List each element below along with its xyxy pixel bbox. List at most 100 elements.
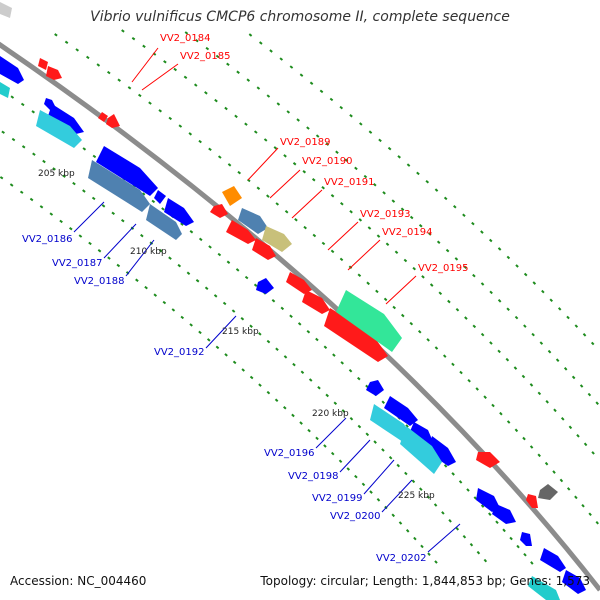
gene-label[interactable]: VV2_0193 (360, 209, 411, 220)
tick-dot (330, 194, 335, 198)
gene-feature[interactable] (222, 186, 242, 206)
callout-line (125, 239, 155, 277)
gene-feature[interactable] (210, 204, 228, 218)
gene-feature[interactable] (492, 504, 516, 524)
gene-feature[interactable] (46, 66, 62, 80)
gene-label[interactable]: VV2_0194 (382, 227, 433, 238)
gene-feature[interactable] (0, 2, 12, 18)
gene-feature[interactable] (96, 146, 158, 196)
tick-dot (215, 54, 220, 59)
gene-label[interactable]: VV2_0198 (288, 471, 339, 482)
tick-dot (274, 398, 279, 402)
tick-dot (300, 370, 305, 375)
tick-dot (369, 490, 373, 494)
gene-label[interactable]: VV2_0189 (280, 137, 331, 148)
callout-line (103, 223, 137, 259)
gene-feature[interactable] (520, 532, 532, 546)
tick-dot (253, 283, 258, 287)
gene-feature[interactable] (302, 290, 330, 314)
gene-feature[interactable] (262, 226, 292, 252)
gene-feature[interactable] (238, 208, 268, 234)
gene-feature[interactable] (36, 110, 82, 148)
tick-dot (72, 181, 76, 186)
tick-dot (236, 70, 240, 74)
tick-dot (464, 316, 468, 320)
gene-feature[interactable] (366, 380, 384, 396)
gene-feature[interactable] (370, 404, 412, 444)
tick-dot (480, 282, 485, 286)
tick-dot (307, 428, 311, 433)
gene-feature[interactable] (540, 548, 566, 572)
gene-label[interactable]: VV2_0191 (324, 177, 375, 188)
tick-dot (391, 199, 396, 203)
tick-dot (158, 248, 163, 253)
gene-feature[interactable] (226, 220, 256, 244)
gene-feature[interactable] (164, 198, 194, 226)
tick-dot (323, 444, 327, 448)
gene-feature[interactable] (0, 56, 24, 84)
gene-label[interactable]: VV2_0187 (52, 258, 103, 269)
gene-label[interactable]: VV2_0186 (22, 234, 73, 245)
tick-dot (505, 357, 510, 362)
gene-feature[interactable] (538, 484, 558, 500)
gene-feature[interactable] (476, 488, 500, 512)
tick-dot (463, 265, 467, 270)
tick-dot (406, 163, 411, 167)
gene-feature[interactable] (146, 204, 182, 240)
tick-dot (489, 341, 493, 345)
gene-label[interactable]: VV2_0184 (160, 33, 211, 44)
tick-dot (275, 202, 280, 206)
callout-line (327, 221, 359, 251)
gene-feature[interactable] (408, 422, 434, 448)
tick-dot (82, 189, 86, 193)
tick-dot (557, 307, 562, 311)
gene-feature[interactable] (528, 576, 560, 600)
gene-label[interactable]: VV2_0195 (418, 263, 469, 274)
tick-dot (454, 257, 459, 261)
gene-feature[interactable] (526, 494, 538, 508)
gene-feature[interactable] (256, 278, 274, 294)
tick-dot (330, 451, 335, 456)
tick-dot (537, 391, 542, 396)
gene-label[interactable]: VV2_0199 (312, 493, 363, 504)
tick-dot (279, 57, 284, 61)
tick-dot (502, 528, 506, 533)
gene-feature[interactable] (0, 82, 10, 98)
gene-feature[interactable] (106, 114, 120, 128)
gene-label[interactable]: VV2_0196 (264, 448, 315, 459)
tick-dot (244, 275, 249, 280)
gene-label[interactable]: VV2_0202 (376, 553, 427, 564)
gene-feature[interactable] (48, 104, 84, 134)
chromosome-backbone (0, 41, 600, 592)
gene-feature[interactable] (324, 308, 388, 362)
gene-label[interactable]: VV2_0190 (302, 156, 353, 167)
tick-dot (332, 353, 336, 357)
tick-dot (52, 167, 56, 171)
tick-dot (566, 487, 571, 491)
tick-dot (420, 544, 424, 549)
gene-feature[interactable] (154, 190, 166, 204)
gene-label[interactable]: VV2_0188 (74, 276, 125, 287)
tick-dot (227, 163, 232, 167)
gene-feature[interactable] (384, 396, 418, 426)
tick-dot (173, 67, 177, 72)
gene-label[interactable]: VV2_0192 (154, 347, 205, 358)
gene-feature[interactable] (88, 160, 150, 212)
tick-dot (559, 478, 564, 483)
callout-line (205, 315, 237, 349)
gene-feature[interactable] (336, 290, 402, 352)
tick-dot (213, 294, 218, 298)
gene-label[interactable]: VV2_0185 (180, 51, 231, 62)
tick-dot (198, 330, 202, 335)
gene-feature[interactable] (400, 426, 442, 474)
gene-feature[interactable] (286, 272, 312, 294)
tick-dot (91, 196, 96, 201)
gene-feature[interactable] (252, 238, 276, 260)
gene-feature[interactable] (428, 436, 456, 466)
gene-label[interactable]: VV2_0200 (330, 511, 381, 522)
gene-feature[interactable] (38, 58, 48, 70)
gene-feature[interactable] (562, 570, 586, 594)
gene-feature[interactable] (98, 112, 108, 122)
tick-dot (234, 114, 238, 119)
gene-feature[interactable] (476, 452, 500, 468)
